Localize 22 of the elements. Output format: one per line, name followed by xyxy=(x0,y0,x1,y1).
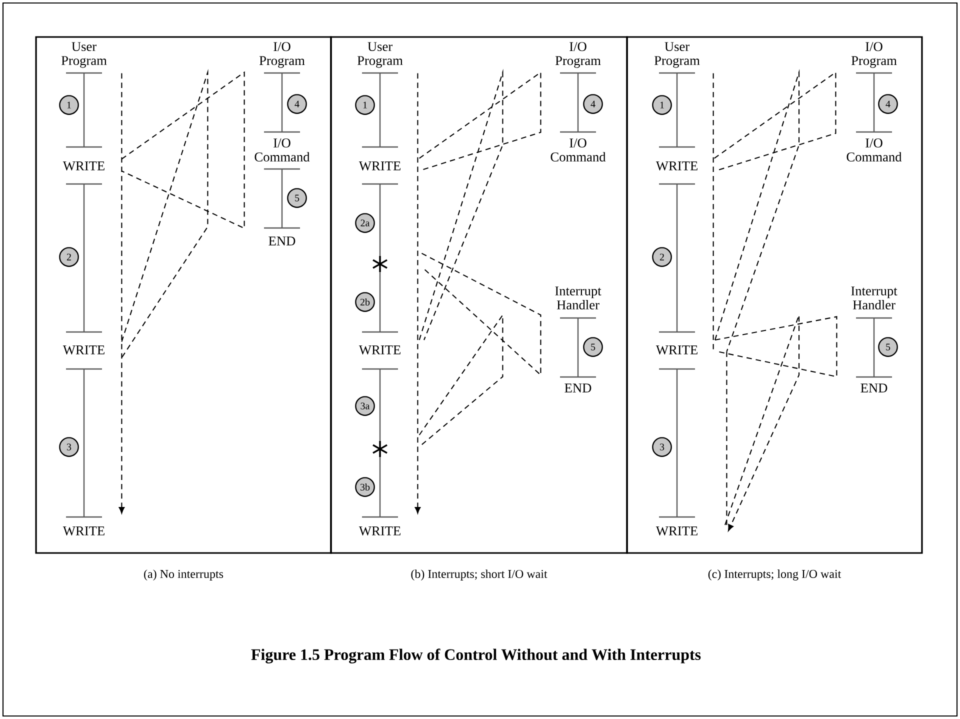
panel-caption: (c) Interrupts; long I/O wait xyxy=(708,570,842,580)
program-label: Interrupt Handler xyxy=(555,286,602,310)
program-label: END xyxy=(860,384,888,392)
panel-caption: (a) No interrupts xyxy=(144,570,224,580)
program-label: WRITE xyxy=(62,526,104,536)
program-label: WRITE xyxy=(358,162,400,170)
panel-caption: (b) Interrupts; short I/O wait xyxy=(411,570,548,580)
program-label: WRITE xyxy=(62,162,104,170)
program-label: WRITE xyxy=(62,346,104,354)
program-label: WRITE xyxy=(358,346,400,354)
program-label: WRITE xyxy=(656,526,698,536)
figure-title: Figure 1.5 Program Flow of Control Without and With Interrupts xyxy=(251,648,701,664)
panel-frame xyxy=(35,36,332,554)
panel-frame xyxy=(626,36,923,554)
program-label: I/O Command xyxy=(846,138,902,162)
program-label: END xyxy=(268,236,296,246)
program-label: I/O Command xyxy=(550,138,606,162)
program-label: WRITE xyxy=(656,346,698,354)
program-label: WRITE xyxy=(656,162,698,170)
panel-frame xyxy=(330,36,628,554)
program-label: I/O Command xyxy=(254,138,310,162)
program-label: END xyxy=(564,384,592,392)
